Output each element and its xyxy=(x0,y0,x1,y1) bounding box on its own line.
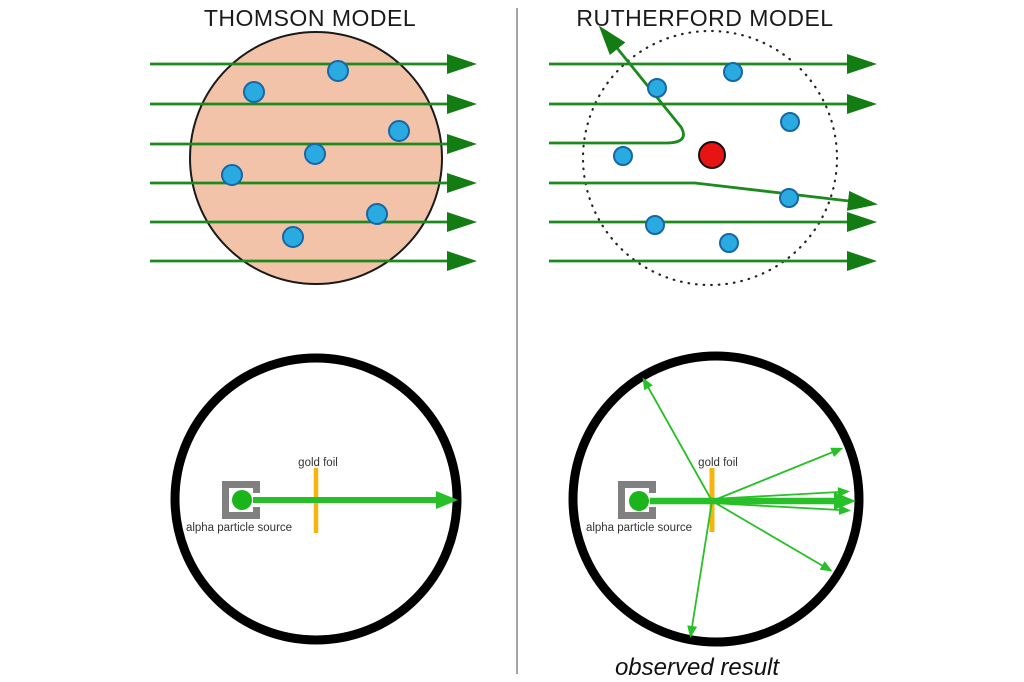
scattered-ray-arrow xyxy=(642,377,713,502)
rutherford-title: RUTHERFORD MODEL xyxy=(576,5,833,31)
alpha-source-label: alpha particle source xyxy=(586,522,692,534)
electron-dot xyxy=(366,203,388,225)
electron-dot xyxy=(327,60,349,82)
thomson-experiment-diagram: gold foil alpha particle source xyxy=(170,353,462,645)
electron-dot xyxy=(282,226,304,248)
observed-result-caption: observed result xyxy=(615,654,780,681)
alpha-source-dot xyxy=(232,490,252,510)
electron-dot xyxy=(780,112,800,132)
backscattered-ray-arrow xyxy=(549,25,685,145)
alpha-source-dot xyxy=(629,491,649,511)
electron-dot xyxy=(647,78,667,98)
electron-dot xyxy=(388,120,410,142)
electron-dot xyxy=(723,62,743,82)
electron-dot xyxy=(304,143,326,165)
thomson-atom-diagram xyxy=(150,31,477,285)
electron-dot xyxy=(645,215,665,235)
electron-dot xyxy=(221,164,243,186)
deflected-ray-arrow xyxy=(549,181,878,211)
rutherford-atom-dotted-circle xyxy=(581,29,839,287)
nucleus-dot xyxy=(698,141,726,169)
electron-dot xyxy=(243,81,265,103)
alpha-source-label: alpha particle source xyxy=(186,522,292,534)
gold-foil-label: gold foil xyxy=(698,457,738,469)
scattered-ray-arrow xyxy=(711,447,844,502)
rutherford-atom-diagram xyxy=(549,25,878,287)
scattered-ray-arrow xyxy=(687,500,713,638)
electron-dot xyxy=(719,233,739,253)
gold-foil-label: gold foil xyxy=(298,457,338,469)
rutherford-experiment-diagram: gold foil alpha particle source observed… xyxy=(568,351,864,681)
thomson-title: THOMSON MODEL xyxy=(204,5,416,31)
scattered-ray-arrow xyxy=(711,500,833,572)
electron-dot xyxy=(779,188,799,208)
electron-dot xyxy=(613,146,633,166)
